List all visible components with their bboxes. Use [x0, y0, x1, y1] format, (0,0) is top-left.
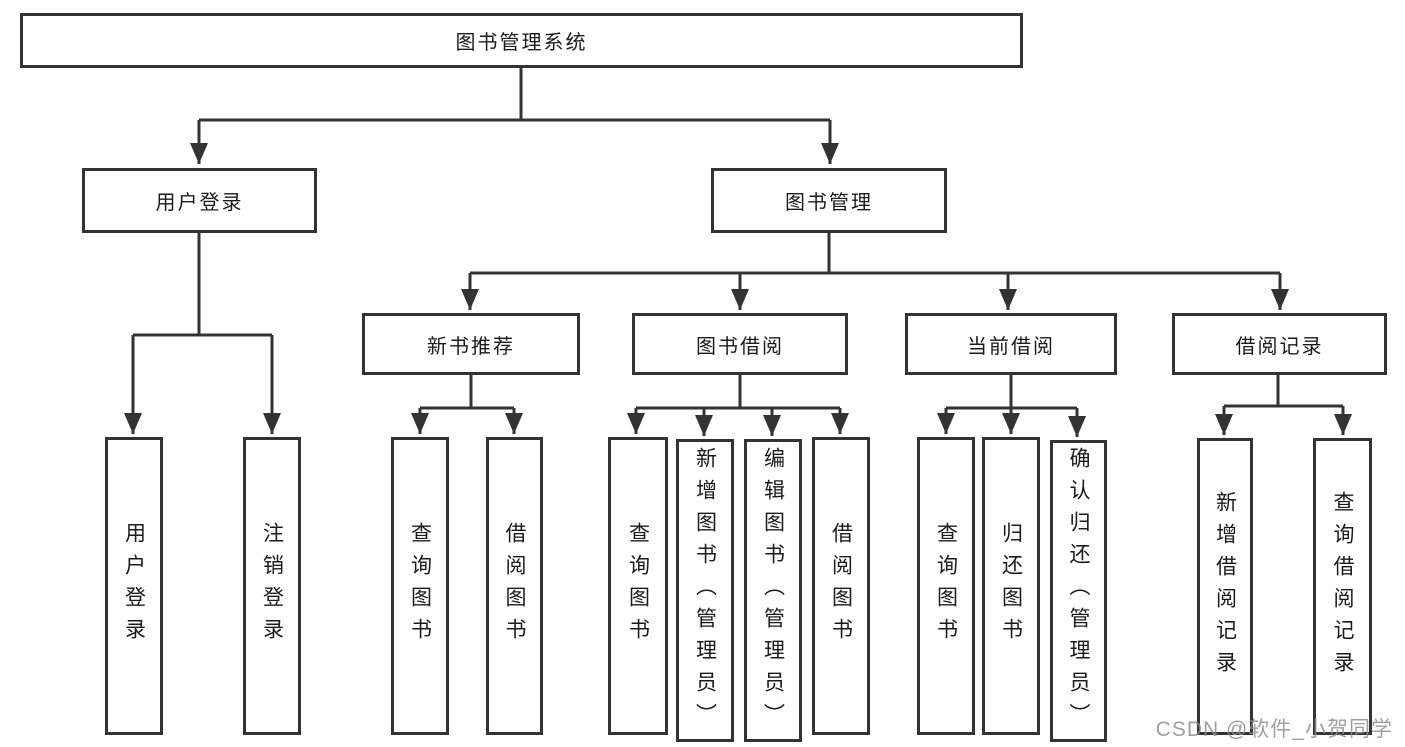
node-login-logout-label: 注销登录: [260, 522, 284, 650]
node-borrow-borrow-books: 借阅图书: [812, 437, 870, 735]
node-borrow-borrow-books-label: 借阅图书: [829, 522, 853, 650]
node-borrow-edit-books-admin: 编辑图书（管理员）: [744, 439, 802, 742]
node-current-return-books: 归还图书: [982, 437, 1040, 735]
node-borrow-add-books-admin: 新增图书（管理员）: [676, 439, 734, 742]
node-borrow-records: 借阅记录: [1172, 313, 1387, 375]
node-current-query-books-label: 查询图书: [934, 522, 958, 650]
node-recommend-query-books-label: 查询图书: [408, 522, 432, 650]
node-current-confirm-return-admin: 确认归还（管理员）: [1050, 440, 1107, 742]
node-current-borrow-label: 当前借阅: [967, 335, 1055, 358]
watermark: CSDN @软件_小贺同学: [1155, 718, 1393, 741]
node-recommend-borrow-books-label: 借阅图书: [503, 522, 526, 650]
node-current-return-books-label: 归还图书: [999, 522, 1023, 650]
node-recommend-query-books: 查询图书: [391, 437, 449, 735]
node-borrow-add-books-admin-label: 新增图书（管理员）: [693, 446, 717, 735]
node-root: 图书管理系统: [20, 13, 1023, 68]
node-recommend-borrow-books: 借阅图书: [486, 437, 543, 735]
node-root-label: 图书管理系统: [455, 32, 588, 54]
node-login-logout: 注销登录: [243, 437, 301, 735]
node-book-borrow: 图书借阅: [632, 313, 848, 375]
node-borrow-records-label: 借阅记录: [1235, 335, 1324, 358]
node-current-borrow: 当前借阅: [905, 313, 1117, 375]
node-book-borrow-label: 图书借阅: [696, 335, 784, 358]
node-borrow-query-books: 查询图书: [608, 437, 668, 735]
node-borrow-query-books-label: 查询图书: [626, 522, 650, 650]
node-login-user: 用户登录: [105, 437, 163, 735]
tree-skeleton: [133, 68, 1343, 410]
node-book-management-label: 图书管理: [785, 192, 873, 214]
node-new-book-recommend: 新书推荐: [362, 313, 580, 375]
node-records-query-record: 查询借阅记录: [1313, 438, 1372, 735]
node-new-book-recommend-label: 新书推荐: [427, 335, 515, 358]
node-current-confirm-return-admin-label: 确认归还（管理员）: [1067, 447, 1090, 735]
node-records-add-record: 新增借阅记录: [1197, 438, 1253, 735]
node-records-add-record-label: 新增借阅记录: [1213, 490, 1237, 683]
node-user-login: 用户登录: [82, 168, 317, 233]
node-records-query-record-label: 查询借阅记录: [1331, 490, 1354, 683]
node-user-login-label: 用户登录: [155, 192, 244, 214]
node-login-user-label: 用户登录: [122, 522, 146, 650]
node-current-query-books: 查询图书: [917, 437, 975, 735]
node-book-management: 图书管理: [711, 168, 947, 233]
node-borrow-edit-books-admin-label: 编辑图书（管理员）: [761, 446, 785, 735]
